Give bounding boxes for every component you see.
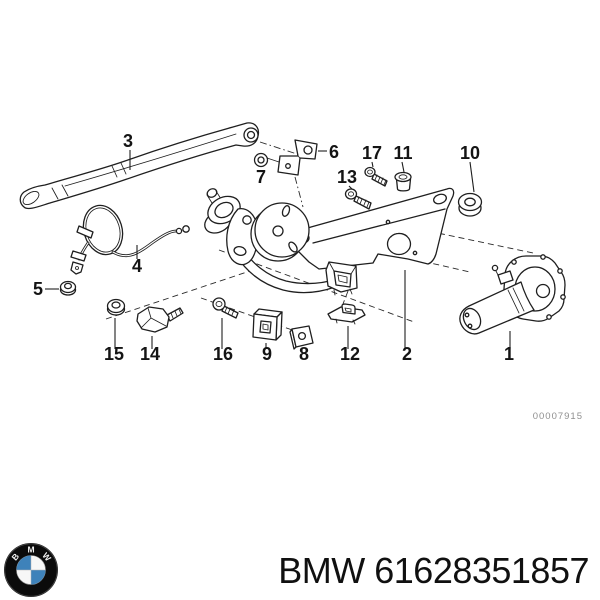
callout-2: 2 — [402, 344, 412, 364]
hose-connector — [182, 225, 190, 233]
callout-5: 5 — [33, 279, 43, 299]
leader-13 — [348, 185, 353, 190]
part-15-nut — [106, 298, 126, 316]
part-12-retainer-clip — [327, 303, 366, 325]
part-16-screw — [212, 297, 239, 319]
callout-9: 9 — [262, 344, 272, 364]
leader-11 — [401, 161, 405, 173]
callout-leaders — [45, 150, 511, 352]
part-10-grommet — [457, 192, 483, 217]
callout-16: 16 — [213, 344, 233, 364]
part-7-nut — [253, 152, 280, 168]
callout-4: 4 — [132, 256, 142, 276]
callout-1: 1 — [504, 344, 514, 364]
part-14-damper-mount — [136, 306, 184, 333]
callout-14: 14 — [140, 344, 160, 364]
hose-clamp — [76, 225, 94, 239]
callout-10: 10 — [460, 143, 480, 163]
part-2-mounting-bracket — [232, 187, 455, 296]
bracket-eye-hole — [433, 193, 447, 205]
axis-line — [105, 270, 251, 320]
part-1-wiper-motor — [459, 254, 566, 335]
motor-body-cylinder — [459, 281, 535, 335]
leader-17 — [371, 161, 374, 168]
part-6-holder-bracket — [277, 139, 318, 176]
axis-line — [342, 290, 349, 305]
logo-letter-b: B — [9, 551, 21, 562]
callout-3: 3 — [123, 131, 133, 151]
part-13-screw — [344, 188, 372, 210]
part-9-clip-nut — [252, 308, 283, 341]
callout-7: 7 — [256, 167, 266, 187]
axis-line — [294, 176, 304, 208]
part-3-wiper-arm — [19, 122, 260, 210]
logo-letter-m: M — [27, 545, 34, 555]
callout-labels: 3 6 7 17 13 11 10 4 5 15 14 16 9 8 12 2 … — [33, 131, 514, 364]
part-5-grommet — [59, 280, 77, 296]
callout-17: 17 — [362, 143, 382, 163]
callout-12: 12 — [340, 344, 360, 364]
logo-quadrant-blue-br — [31, 570, 46, 585]
part-11-bushing — [394, 171, 412, 192]
washer-nozzle — [70, 261, 84, 275]
motor-connector-tab — [497, 270, 514, 285]
callout-15: 15 — [104, 344, 124, 364]
leader-10 — [469, 161, 475, 193]
part-8-clamp-plate — [289, 325, 314, 350]
callout-6: 6 — [329, 142, 339, 162]
axis-line — [259, 141, 301, 156]
part-4-washer-hose — [70, 204, 190, 275]
callout-13: 13 — [337, 167, 357, 187]
logo-quadrant-blue-tl — [16, 555, 31, 570]
drawing-number: 00007915 — [533, 411, 583, 422]
callout-8: 8 — [299, 344, 309, 364]
part-number-caption: BMW 61628351857 — [278, 550, 589, 591]
bmw-logo: B M W — [4, 543, 58, 597]
part-17-screw — [364, 166, 388, 187]
crank-pivot-assembly — [204, 188, 310, 266]
callout-11: 11 — [393, 143, 412, 163]
